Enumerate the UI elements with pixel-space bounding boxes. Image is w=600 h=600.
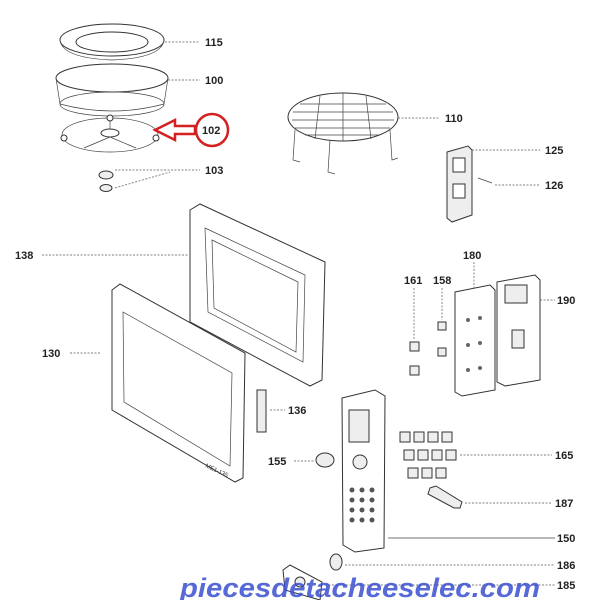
label-130: 130 bbox=[42, 348, 60, 360]
part-180-keypad-board bbox=[454, 284, 496, 397]
label-155: 155 bbox=[268, 456, 286, 468]
part-187-lever bbox=[427, 485, 463, 509]
label-185: 185 bbox=[557, 580, 575, 592]
label-158: 158 bbox=[433, 275, 451, 287]
part-102-roller-support bbox=[60, 114, 160, 153]
label-126: 126 bbox=[545, 180, 563, 192]
highlight-arrow-icon bbox=[152, 117, 197, 143]
highlight-circle bbox=[194, 112, 230, 148]
part-126-pin bbox=[477, 177, 493, 184]
part-115-glass-plate bbox=[59, 23, 165, 61]
label-102: 102 bbox=[202, 125, 220, 137]
label-138: 138 bbox=[15, 250, 33, 262]
part-165-button-set bbox=[399, 431, 457, 479]
part-138-door-frame bbox=[189, 203, 326, 387]
part-161-switch bbox=[409, 341, 420, 376]
part-186-spring bbox=[329, 553, 343, 571]
label-187: 187 bbox=[555, 498, 573, 510]
label-150: 150 bbox=[557, 533, 575, 545]
part-110-grill-rack bbox=[287, 92, 399, 175]
label-136: 136 bbox=[288, 405, 306, 417]
part-185-button-cover bbox=[282, 564, 323, 600]
label-115: 115 bbox=[205, 37, 223, 49]
label-100: 100 bbox=[205, 75, 223, 87]
label-180: 180 bbox=[463, 250, 481, 262]
part-190-power-board bbox=[496, 274, 541, 387]
part-158-switch bbox=[437, 321, 447, 357]
part-155-knob bbox=[315, 452, 335, 468]
part-100-roller-ring bbox=[55, 63, 169, 117]
part-125-switch-bracket bbox=[446, 145, 473, 223]
label-165: 165 bbox=[555, 450, 573, 462]
label-186: 186 bbox=[557, 560, 575, 572]
part-150-control-panel bbox=[341, 389, 386, 553]
label-103: 103 bbox=[205, 165, 223, 177]
label-190: 190 bbox=[557, 295, 575, 307]
label-110: 110 bbox=[445, 113, 463, 125]
label-125: 125 bbox=[545, 145, 563, 157]
watermark-logo: piecesdetacheeselec.com bbox=[179, 573, 540, 600]
part-103-coupler bbox=[98, 170, 114, 192]
label-161: 161 bbox=[404, 275, 422, 287]
part-136-latch bbox=[256, 389, 267, 433]
